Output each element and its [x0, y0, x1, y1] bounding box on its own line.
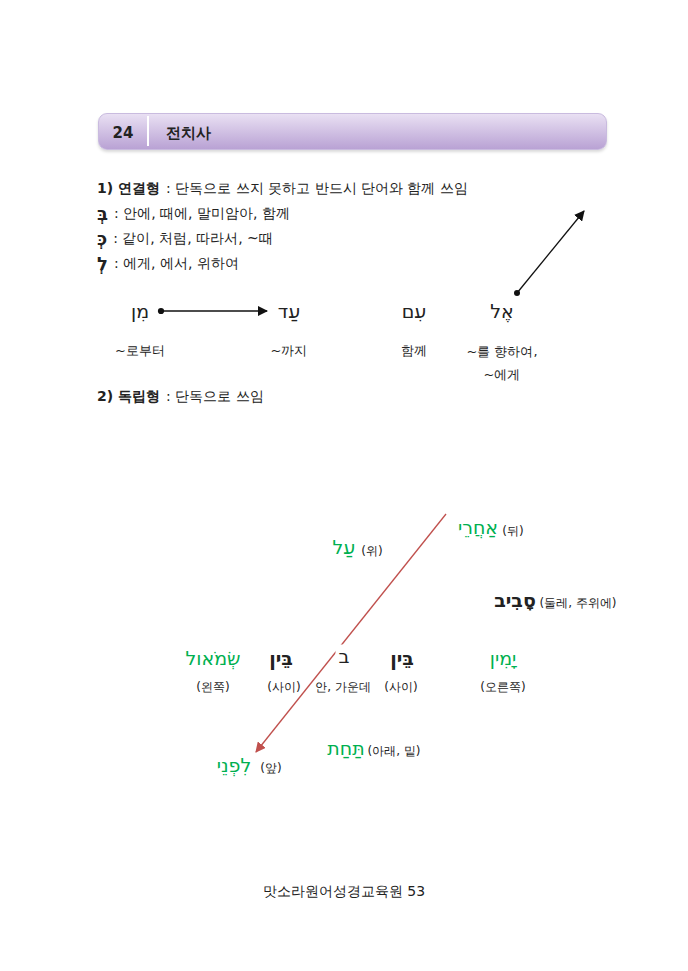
node-text: ~를 향하여, ~에게: [460, 340, 544, 387]
label-row: 1) 연결형 : 단독으로 쓰지 못하고 반드시 단어와 함께 쓰임: [97, 180, 468, 197]
node-text: (뒤): [502, 524, 523, 538]
node-text: 전치사: [166, 124, 211, 142]
text-holder: ~를 향하여, ~에게: [460, 340, 544, 387]
node-text: בֵּין: [390, 647, 414, 670]
node-text: 함께: [401, 343, 427, 359]
node-text: לִפְנֵי: [217, 754, 252, 777]
node-text: עַל: [333, 536, 356, 559]
node-text: עִם: [402, 300, 427, 323]
note-text: : 에게, 에서, 위하여: [114, 256, 239, 273]
text-holder: (위): [361, 540, 382, 559]
text-holder: 24: [113, 123, 134, 142]
text-holder: שְׂמֹאול: [185, 647, 240, 670]
text-holder: (사이): [384, 676, 417, 695]
text-holder: יָמִין: [490, 647, 517, 670]
node-text: (오른쪽): [480, 680, 525, 694]
text-holder: בֵּין: [390, 647, 414, 670]
node-text: (사이): [384, 680, 417, 694]
text-holder: 전치사: [166, 123, 211, 142]
front-arrow: [256, 514, 446, 752]
hebrew-prefix: לְ: [97, 253, 108, 275]
text-holder: (사이): [267, 676, 300, 695]
text-holder: לִפְנֵי: [217, 754, 252, 777]
node-text: (사이): [267, 680, 300, 694]
preposition-circle: עַד~까지: [268, 290, 310, 332]
node-text: שְׂמֹאול: [185, 647, 240, 670]
text-holder: אַחֲרֵי: [458, 516, 498, 539]
node-text: סָבִיב: [494, 589, 536, 612]
label-row: בְּ : 안에, 때에, 말미암아, 함께: [97, 203, 290, 225]
preposition-circle: אֶל~를 향하여, ~에게: [481, 290, 523, 332]
node-text: אַחֲרֵי: [458, 516, 498, 539]
section-header: 24 전치사: [98, 113, 607, 150]
text-holder: אֶל: [490, 300, 514, 323]
text-holder: עִם: [402, 300, 427, 323]
node-text: ב: [336, 645, 353, 668]
node-text: עַד: [278, 300, 300, 323]
box-figure: ב 안, 가운데 עַל (위) בֵּין (사이) בֵּין (사이) תַּחַת (아래…: [261, 526, 459, 772]
label-row: כְּ : 같이, 처럼, 따라서, ~때: [97, 228, 273, 250]
preposition-circle: עִם함께: [393, 290, 435, 332]
text-holder: (뒤): [502, 520, 523, 539]
node-text: (앞): [260, 761, 281, 775]
text-holder: (오른쪽): [480, 676, 525, 695]
node-text: מִן: [131, 300, 149, 323]
header-divider: [147, 116, 149, 146]
note-text: 맛소라원어성경교육원 53: [263, 883, 425, 900]
label-row: 2) 독립형 : 단독으로 쓰임: [97, 388, 264, 405]
text-holder: (왼쪽): [196, 676, 229, 695]
note-text: : 단독으로 쓰임: [166, 388, 264, 405]
text-holder: ~로부터: [115, 340, 165, 359]
note-text: : 단독으로 쓰지 못하고 반드시 단어와 함께 쓰임: [166, 180, 468, 197]
node-text: (둘레, 주위에): [540, 596, 617, 610]
arrow-dot: [514, 290, 520, 296]
hebrew-prefix: כְּ: [97, 228, 107, 250]
space-circle: ב 안, 가운데 עַל (위) בֵּין (사이) בֵּין (사이) תַּחַת (아래…: [194, 474, 526, 806]
text-holder: 함께: [401, 340, 427, 359]
text-holder: עַל: [333, 536, 356, 559]
note-text: : 안에, 때에, 말미암아, 함께: [114, 206, 290, 223]
node-text: (아래, 밑): [368, 744, 421, 758]
note-text: : 같이, 처럼, 따라서, ~때: [113, 231, 273, 248]
connector-arrow: [161, 310, 267, 311]
label-row: 맛소라원어성경교육원 53: [263, 883, 425, 900]
node-text: תַּחַת: [327, 737, 364, 760]
text-holder: (아래, 밑): [368, 740, 421, 759]
note-text: 1) 연결형: [97, 180, 160, 197]
label-row: לְ : 에게, 에서, 위하여: [97, 253, 239, 275]
preposition-circle: מִן~로부터: [119, 290, 161, 332]
node-text: (위): [361, 544, 382, 558]
node-text: אֶל: [490, 300, 514, 323]
node-text: ~로부터: [115, 343, 165, 359]
node-text: בֵּין: [269, 647, 293, 670]
node-text: ~까지: [271, 343, 308, 359]
hebrew-prefix: בְּ: [97, 203, 108, 225]
text-holder: תַּחַת: [327, 737, 364, 760]
center-hole: ב 안, 가운데: [311, 627, 377, 693]
text-holder: 안, 가운데: [315, 676, 371, 695]
direction-arrow: [517, 211, 584, 293]
node-text: 안, 가운데: [315, 680, 371, 694]
text-holder: סָבִיב: [494, 589, 536, 612]
text-holder: ~까지: [271, 340, 308, 359]
text-holder: (앞): [260, 757, 281, 776]
text-holder: (둘레, 주위에): [540, 592, 617, 611]
node-text: (왼쪽): [196, 680, 229, 694]
text-holder: מִן: [131, 300, 149, 323]
text-holder: בֵּין: [269, 647, 293, 670]
node-text: 24: [113, 124, 134, 142]
text-holder: עַד: [278, 300, 300, 323]
text-holder: ב: [336, 645, 353, 668]
note-text: 2) 독립형: [97, 388, 160, 405]
node-text: יָמִין: [490, 647, 517, 670]
